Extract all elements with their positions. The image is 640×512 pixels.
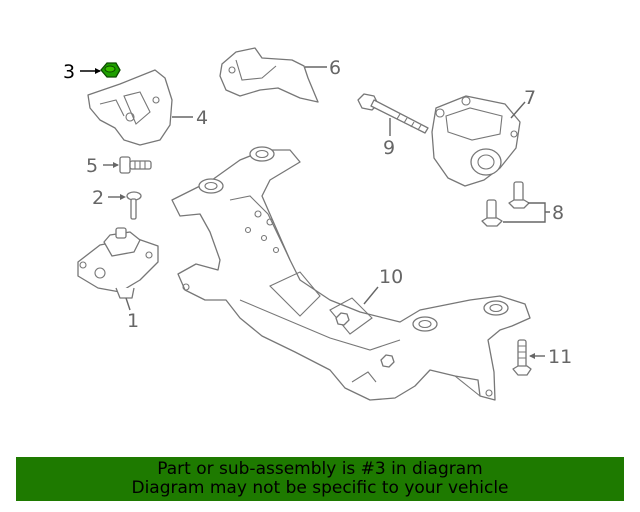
callout-1: 1: [127, 310, 139, 332]
part-1-mount[interactable]: [77, 227, 159, 299]
part-8-bolts[interactable]: [481, 181, 530, 227]
notice-line-1: Part or sub-assembly is #3 in diagram: [157, 459, 483, 479]
callout-8-leader: [503, 202, 550, 223]
part-5-bolt[interactable]: [119, 156, 152, 174]
part-6-shield[interactable]: [219, 47, 319, 103]
callout-7: 7: [524, 87, 536, 109]
callout-5: 5: [86, 155, 98, 177]
part-7-mount[interactable]: [431, 95, 521, 187]
notice-banner: Part or sub-assembly is #3 in diagram Di…: [16, 457, 624, 501]
callout-10-leader: [363, 286, 379, 305]
callout-3: 3: [63, 61, 75, 83]
callout-6: 6: [329, 57, 341, 79]
callout-5-arrowhead: [113, 162, 119, 168]
callout-7-leader: [510, 101, 526, 119]
callout-2: 2: [92, 187, 104, 209]
part-4-bracket[interactable]: [87, 69, 173, 146]
callout-11: 11: [548, 346, 572, 368]
callout-10: 10: [379, 266, 403, 288]
callout-3-arrowhead: [95, 68, 101, 74]
part-10-crossmember[interactable]: [171, 146, 531, 401]
callout-4: 4: [196, 107, 208, 129]
callout-9: 9: [383, 137, 395, 159]
part-11-bolt[interactable]: [512, 339, 532, 376]
callout-11-arrowhead: [529, 353, 535, 359]
callout-1-leader: [125, 297, 131, 311]
part-3-nut[interactable]: [100, 62, 121, 78]
part-9-bolt[interactable]: [357, 93, 429, 134]
part-2-pin[interactable]: [126, 191, 142, 220]
callout-2-arrowhead: [120, 194, 126, 200]
callout-8: 8: [552, 202, 564, 224]
notice-line-2: Diagram may not be specific to your vehi…: [131, 478, 509, 498]
